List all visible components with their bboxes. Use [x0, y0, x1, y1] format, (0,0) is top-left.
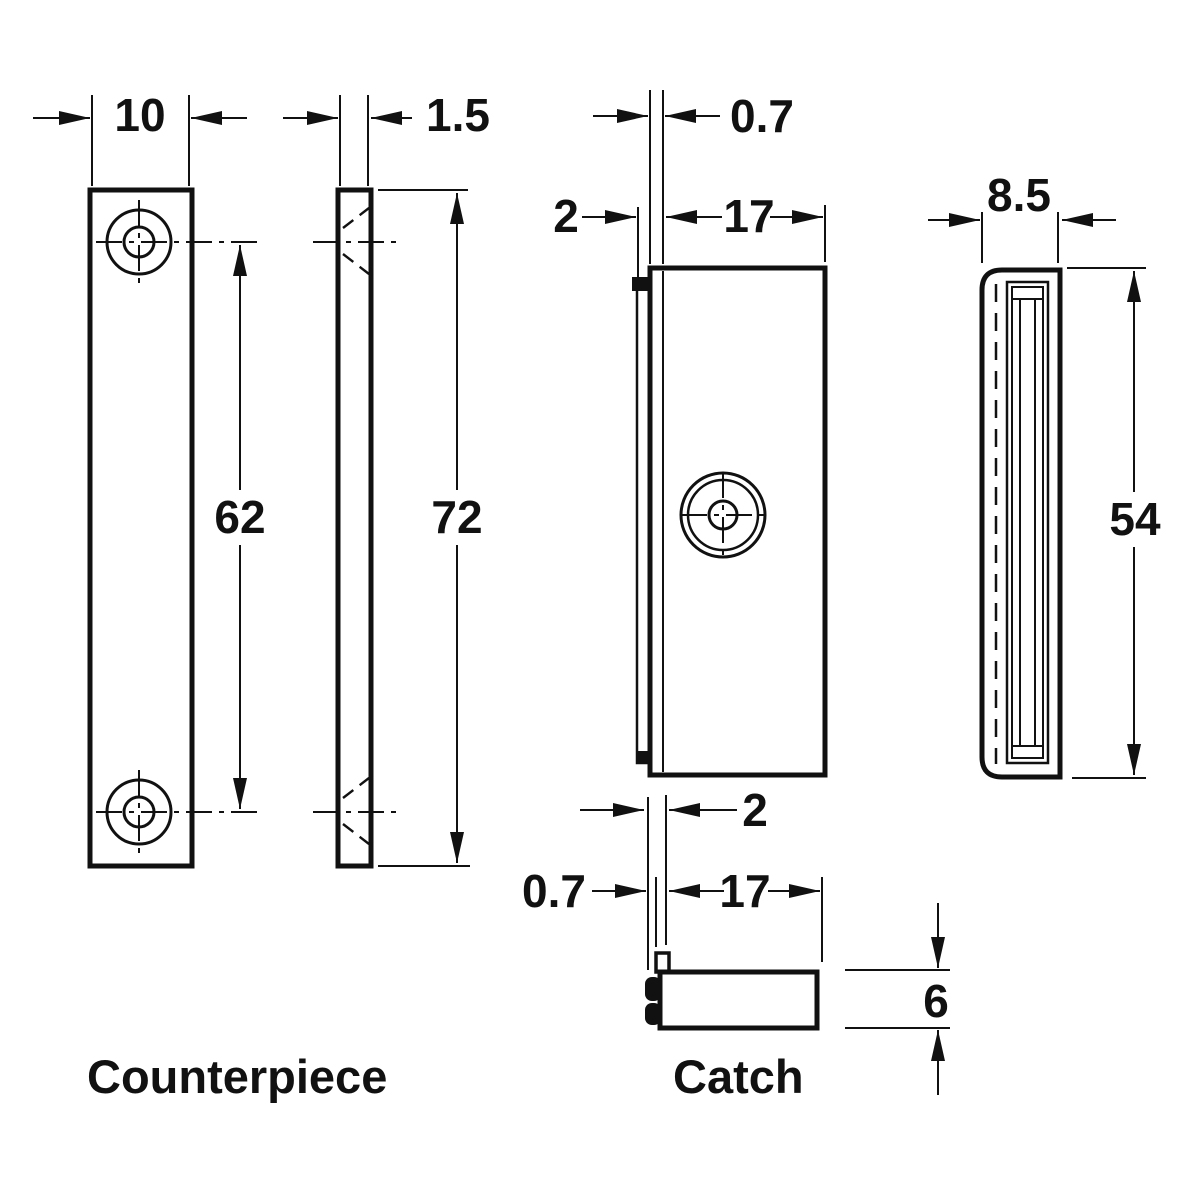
catch-plate-hook-bottom: [636, 751, 650, 764]
counterpiece-side-outline: [335, 187, 374, 869]
catch-side-view: [979, 267, 1063, 780]
dim-catch-bottom-plate-thickness: 0.7: [522, 865, 586, 917]
catch-plate-hook-top: [632, 277, 648, 291]
countersink-top-upper: [342, 207, 370, 229]
catch-bottom-dimensions: 2 0.7 17 6: [522, 784, 950, 1095]
dim-counterpiece-thickness: 1.5: [426, 89, 490, 141]
catch-side-dimensions: 8.5 54: [928, 169, 1161, 779]
dim-catch-body-depth: 6: [923, 975, 949, 1027]
dim-catch-top-offset: 2: [553, 190, 579, 242]
dim-counterpiece-hole-spacing: 62: [214, 491, 265, 543]
countersink-bottom-lower: [342, 823, 370, 845]
counterpiece-dimensions: 10 1.5 62 72: [33, 89, 490, 867]
label-counterpiece: Counterpiece: [87, 1050, 387, 1103]
catch-bottom-tab: [654, 951, 671, 974]
dim-catch-depth: 8.5: [987, 169, 1051, 221]
catch-clip-bump-bottom: [645, 1003, 661, 1025]
dim-catch-top-width: 17: [723, 190, 774, 242]
catch-clip-bump-top: [645, 977, 661, 1001]
countersink-top-lower: [342, 253, 370, 275]
magnet-housing-inner: [1011, 286, 1044, 759]
catch-bottom-outline: [657, 969, 820, 1031]
counterpiece-outline: [87, 187, 195, 869]
part-labels: Counterpiece Catch: [87, 1050, 804, 1103]
dim-counterpiece-height: 72: [431, 491, 482, 543]
dim-catch-top-plate-thickness: 0.7: [730, 90, 794, 142]
dim-counterpiece-width: 10: [114, 89, 165, 141]
catch-body-outline: [647, 265, 828, 778]
catch-bottom-view: [645, 951, 820, 1031]
catch-front-view: [632, 265, 828, 778]
dim-catch-height: 54: [1109, 493, 1161, 545]
countersink-bottom-upper: [342, 777, 370, 799]
catch-top-dimensions: 0.7 2 17: [553, 90, 826, 277]
dim-catch-bottom-width: 17: [719, 865, 770, 917]
label-catch: Catch: [673, 1050, 804, 1103]
dim-catch-bottom-offset: 2: [742, 784, 768, 836]
magnet-housing-outer: [1005, 280, 1050, 765]
counterpiece-front-view: [87, 187, 258, 869]
counterpiece-side-view: [313, 187, 400, 869]
